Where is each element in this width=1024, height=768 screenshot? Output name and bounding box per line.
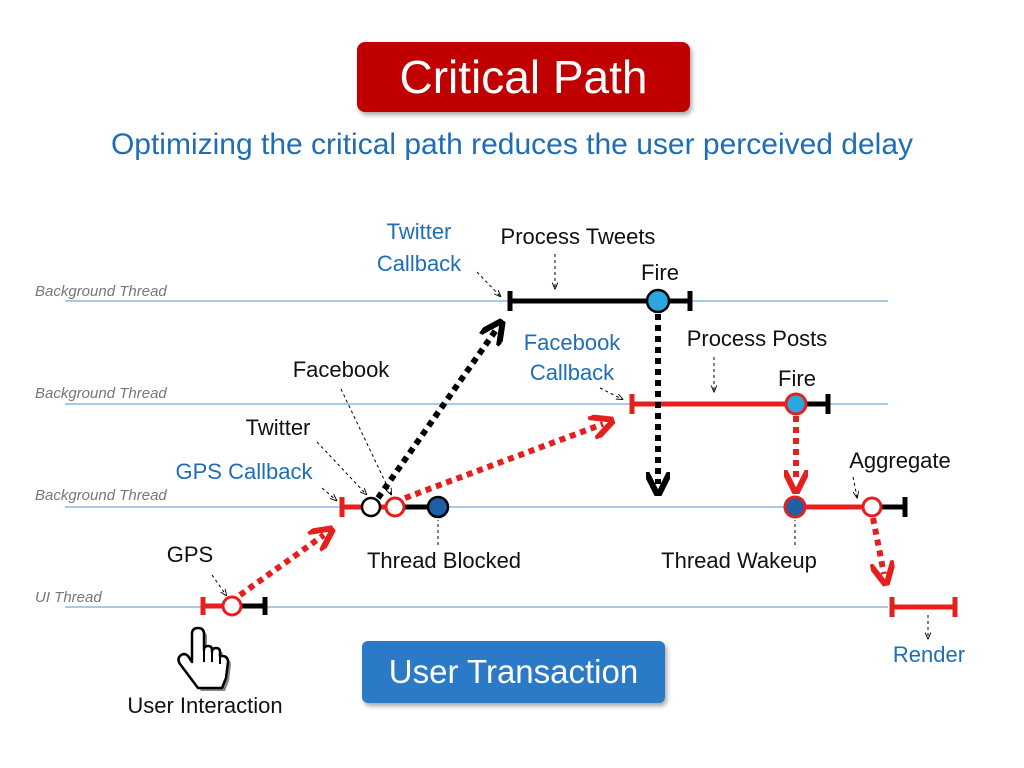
- callout-gps-callback: [321, 487, 336, 500]
- label-gps: GPS: [167, 542, 213, 567]
- ui-gps-segment: [200, 595, 268, 617]
- render-segment: [889, 597, 958, 617]
- callout-twitter: [316, 441, 366, 494]
- callout-facebook: [340, 388, 391, 494]
- facebook-request-dot: [384, 496, 406, 518]
- thread-label-ui: UI Thread: [35, 589, 102, 606]
- callout-facebook-callback: [599, 387, 622, 399]
- label-twitter-callback-1: Twitter: [387, 219, 452, 244]
- label-facebook-callback-1: Facebook: [524, 330, 622, 355]
- tweets-fire-dot: [645, 288, 671, 314]
- label-thread-wakeup: Thread Wakeup: [661, 548, 817, 573]
- process-posts-segment: [629, 392, 831, 416]
- process-tweets-segment: [507, 288, 693, 314]
- label-facebook-callback-2: Callback: [530, 360, 615, 385]
- gps-callback-segment: [339, 495, 450, 519]
- thread-label-bg2: Background Thread: [35, 385, 167, 402]
- slide-title: Critical Path: [357, 42, 690, 112]
- arrow-aggregate-render: [873, 517, 884, 574]
- callout-twitter-callback: [476, 271, 500, 296]
- thread-wakeup-dot: [783, 495, 807, 519]
- label-fire-1: Fire: [641, 260, 679, 285]
- thread-label-bg1: Background Thread: [35, 283, 167, 300]
- aggregate-dot: [861, 496, 883, 518]
- label-twitter-callback-2: Callback: [377, 251, 462, 276]
- user-transaction-box: User Transaction: [362, 641, 665, 703]
- label-process-tweets: Process Tweets: [501, 224, 656, 249]
- aggregate-segment: [783, 495, 908, 519]
- label-aggregate: Aggregate: [849, 448, 951, 473]
- label-gps-callback: GPS Callback: [176, 459, 314, 484]
- callout-aggregate: [852, 476, 857, 497]
- thread-blocked-dot: [426, 495, 450, 519]
- thread-label-bg3: Background Thread: [35, 487, 167, 504]
- posts-fire-dot: [784, 392, 808, 416]
- arrow-twitter-request: [375, 330, 496, 500]
- slide-subtitle: Optimizing the critical path reduces the…: [110, 128, 914, 161]
- label-render: Render: [893, 642, 965, 667]
- arrow-gps-to-callback: [238, 535, 324, 598]
- pointing-hand-icon: [177, 626, 231, 691]
- label-user-interaction: User Interaction: [127, 693, 282, 718]
- twitter-request-dot: [360, 496, 382, 518]
- label-thread-blocked: Thread Blocked: [367, 548, 521, 573]
- callout-gps: [211, 574, 226, 595]
- label-fire-2: Fire: [778, 366, 816, 391]
- label-twitter: Twitter: [246, 415, 311, 440]
- label-process-posts: Process Posts: [687, 326, 828, 351]
- arrow-facebook-request: [403, 424, 603, 501]
- label-facebook: Facebook: [293, 357, 391, 382]
